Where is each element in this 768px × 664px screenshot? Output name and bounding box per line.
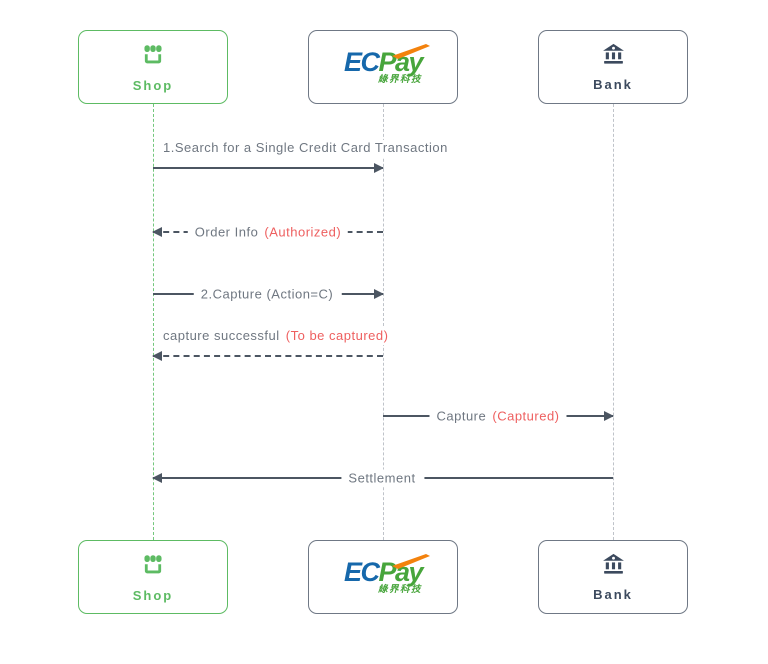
actor-label: Shop xyxy=(132,587,174,603)
message-order-info: Order Info (Authorized) xyxy=(152,221,383,243)
shop-lifeline xyxy=(152,104,154,540)
message-label: Capture (Captured) xyxy=(429,407,567,425)
bank-icon xyxy=(601,552,626,582)
message-text: 1.Search for a Single Credit Card Transa… xyxy=(163,140,448,155)
arrowhead-left-icon xyxy=(152,473,162,483)
message-search-transaction: 1.Search for a Single Credit Card Transa… xyxy=(153,140,454,180)
actor-label: Bank xyxy=(593,77,633,92)
ecpay-logo-swoosh-icon xyxy=(392,44,431,60)
ecpay-logo-subtitle: 綠界科技 xyxy=(377,74,422,86)
arrowhead-right-icon xyxy=(604,411,614,421)
ecpay-logo-ec: EC xyxy=(343,47,380,78)
message-capture-captured: Capture (Captured) xyxy=(383,405,614,427)
message-text: Capture xyxy=(436,408,491,424)
ecpay-logo-subtitle: 綠界科技 xyxy=(377,584,422,596)
message-label: Order Info (Authorized) xyxy=(187,223,349,241)
message-line xyxy=(153,355,383,357)
message-text-red xyxy=(448,140,450,155)
message-text: Order Info xyxy=(194,224,263,240)
message-label: 2.Capture (Action=C) xyxy=(193,285,343,303)
ecpay-logo-swoosh-icon xyxy=(392,554,431,570)
actor-bank-bottom: Bank xyxy=(538,540,688,614)
bank-lifeline xyxy=(612,104,614,540)
message-text: Settlement xyxy=(348,470,416,486)
message-text: 2.Capture (Action=C) xyxy=(200,286,334,302)
arrowhead-right-icon xyxy=(374,163,384,173)
message-text-red: (To be captured) xyxy=(285,328,389,343)
message-capture-action: 2.Capture (Action=C) xyxy=(153,283,384,305)
arrowhead-right-icon xyxy=(374,289,384,299)
message-text-red: (Authorized) xyxy=(264,224,342,240)
message-text: capture successful xyxy=(163,328,284,343)
message-label: 1.Search for a Single Credit Card Transa… xyxy=(163,140,454,157)
message-line xyxy=(153,167,383,169)
actor-label: Shop xyxy=(132,77,174,93)
message-settlement: Settlement xyxy=(152,467,613,489)
message-text-red xyxy=(333,287,335,302)
message-text-red xyxy=(416,471,418,486)
ecpay-lifeline xyxy=(382,104,384,540)
actor-shop-bottom: Shop xyxy=(78,540,228,614)
message-text-red: (Captured) xyxy=(492,408,560,424)
actor-shop-top: Shop xyxy=(78,30,228,104)
message-label: capture successful (To be captured) xyxy=(163,328,393,345)
bank-icon xyxy=(601,42,626,72)
store-icon xyxy=(140,42,166,73)
arrowhead-left-icon xyxy=(152,227,162,237)
message-label: Settlement xyxy=(341,469,425,487)
actor-bank-top: Bank xyxy=(538,30,688,104)
store-icon xyxy=(140,552,166,583)
arrowhead-left-icon xyxy=(152,351,162,361)
message-capture-successful: capture successful (To be captured) xyxy=(152,328,393,368)
ecpay-logo-ec: EC xyxy=(343,557,380,588)
actor-label: Bank xyxy=(593,587,633,602)
